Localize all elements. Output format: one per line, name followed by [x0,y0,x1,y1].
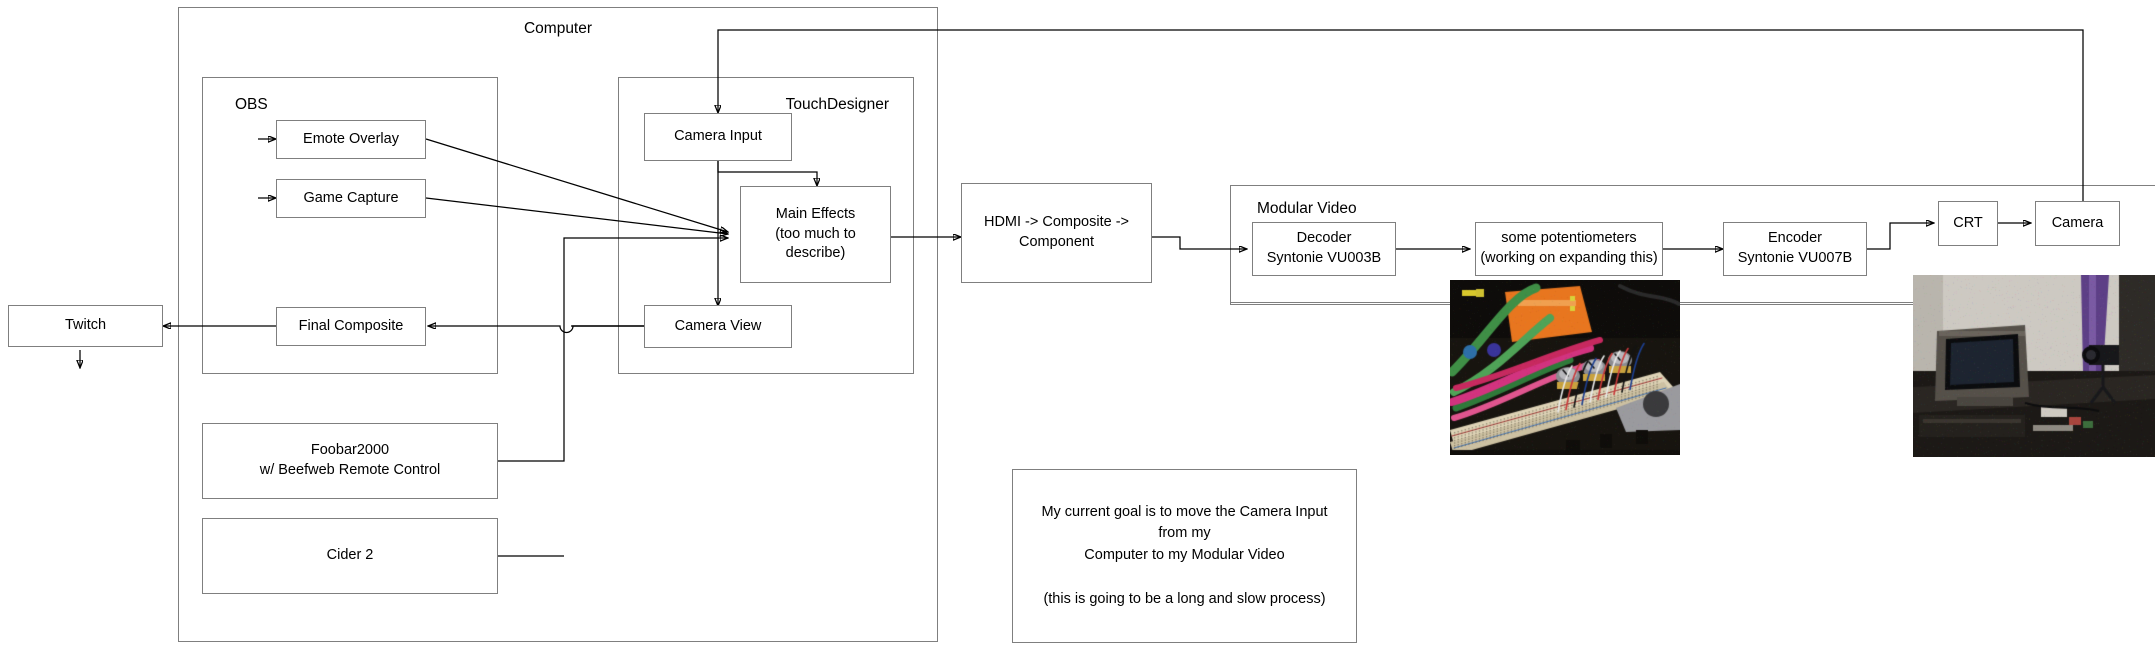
node-cider2[interactable]: Cider 2 [202,518,498,594]
wire-foobar-to-main-effects [498,238,728,462]
node-main-effects[interactable]: Main Effects (too much to describe) [740,186,891,283]
wire-camera-to-camera-input [718,29,2084,210]
node-emote-overlay[interactable]: Emote Overlay [276,120,426,159]
group-obs: OBS [202,77,498,374]
node-camera[interactable]: Camera [2035,201,2120,246]
group-modular-video-outline: Modular Video [1230,185,2155,305]
wire-camera-view-jump-to-final-composite [428,326,644,334]
node-foobar2000[interactable]: Foobar2000 w/ Beefweb Remote Control [202,423,498,499]
node-crt[interactable]: CRT [1938,201,1998,246]
wire-game-to-main-effects [425,197,728,234]
node-encoder[interactable]: Encoder Syntonie VU007B [1723,222,1867,276]
group-computer: Computer [178,7,938,642]
group-touchdesigner: TouchDesigner [618,77,914,374]
node-twitch[interactable]: Twitch [8,305,163,347]
wire-camera-input-to-main-effects [717,161,817,186]
group-computer-label: Computer [523,20,593,37]
breadboard-photo [1450,280,1680,455]
wire-hdmi-to-decoder [1152,236,1247,249]
node-hdmi-converter[interactable]: HDMI -> Composite -> Component [961,183,1152,283]
node-game-capture[interactable]: Game Capture [276,179,426,218]
group-obs-label: OBS [235,96,268,113]
node-potentiometers[interactable]: some potentiometers (working on expandin… [1475,222,1663,276]
group-touchdesigner-label: TouchDesigner [785,96,889,113]
node-camera-view[interactable]: Camera View [644,305,792,348]
wire-emote-to-main-effects [425,138,728,232]
crt-setup-photo [1913,275,2155,457]
note-current-goal: My current goal is to move the Camera In… [1012,469,1357,643]
node-final-composite[interactable]: Final Composite [276,307,426,346]
node-camera-input[interactable]: Camera Input [644,113,792,161]
group-modular-video-label: Modular Video [1257,200,1357,217]
wire-encoder-to-crt [1863,223,1934,250]
node-decoder[interactable]: Decoder Syntonie VU003B [1252,222,1396,276]
